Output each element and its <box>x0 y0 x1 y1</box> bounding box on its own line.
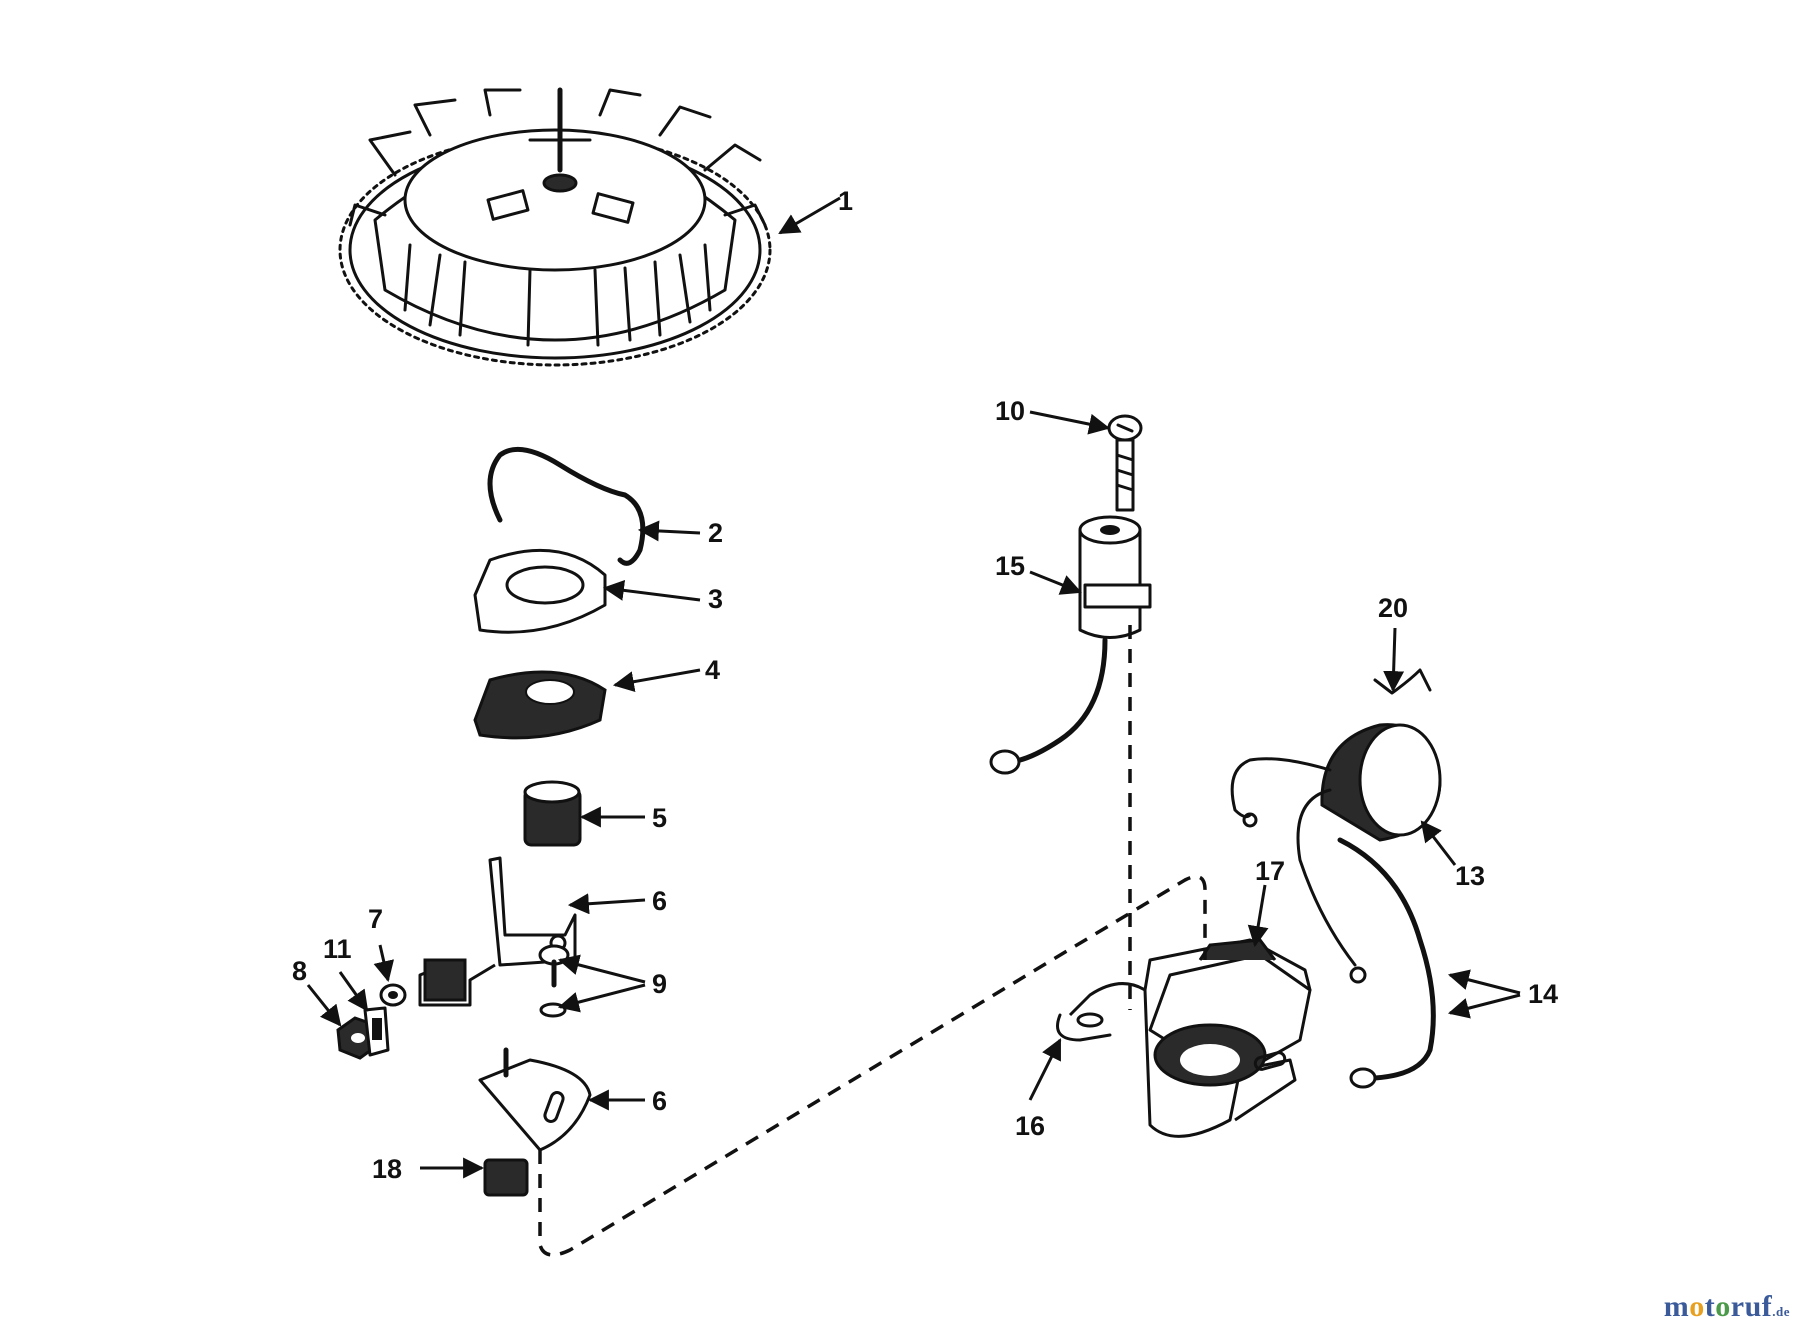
high-tension-lead-part <box>1337 837 1436 1089</box>
callout-labels: 1 2 3 4 5 6 7 8 9 11 6 18 10 15 20 13 14… <box>292 186 1558 1184</box>
terminal-clip-part <box>363 1006 390 1057</box>
felt-block-part <box>483 1158 529 1197</box>
felt-pad-part <box>473 670 607 740</box>
callout-6-base-plate: 6 <box>652 1086 667 1116</box>
callout-16: 16 <box>1015 1111 1045 1141</box>
callout-2: 2 <box>708 518 723 548</box>
callout-17: 17 <box>1255 856 1285 886</box>
callout-8: 8 <box>292 956 307 986</box>
callout-1: 1 <box>838 186 853 216</box>
callout-13: 13 <box>1455 861 1485 891</box>
callout-15: 15 <box>995 551 1025 581</box>
wire-clip-part <box>1373 668 1432 695</box>
callout-5: 5 <box>652 803 667 833</box>
breaker-base-plate-part <box>478 1047 592 1152</box>
callout-18: 18 <box>372 1154 402 1184</box>
condenser-part <box>989 515 1152 775</box>
cover-plate-part <box>473 548 607 634</box>
bushing-part <box>523 780 582 847</box>
callout-6-breaker-arm: 6 <box>652 886 667 916</box>
flywheel-part <box>338 87 772 367</box>
callout-20: 20 <box>1378 593 1408 623</box>
spring-clip-part <box>487 446 646 566</box>
washer-part <box>379 983 407 1007</box>
mounting-screw-part <box>1107 414 1143 512</box>
callout-9: 9 <box>652 969 667 999</box>
watermark-logo: motoruf.de <box>1663 1290 1790 1323</box>
breaker-box-part <box>1056 938 1312 1138</box>
callout-11: 11 <box>323 934 352 964</box>
callout-10: 10 <box>995 396 1025 426</box>
callout-14: 14 <box>1528 979 1558 1009</box>
assembly-dashed-line-plate <box>538 874 1207 1257</box>
ignition-coil-part <box>1230 723 1442 984</box>
breaker-arm-part <box>418 856 577 1007</box>
callout-3: 3 <box>708 584 723 614</box>
leader-lines <box>306 196 1521 1179</box>
callout-4: 4 <box>705 655 720 685</box>
callout-7: 7 <box>368 904 383 934</box>
